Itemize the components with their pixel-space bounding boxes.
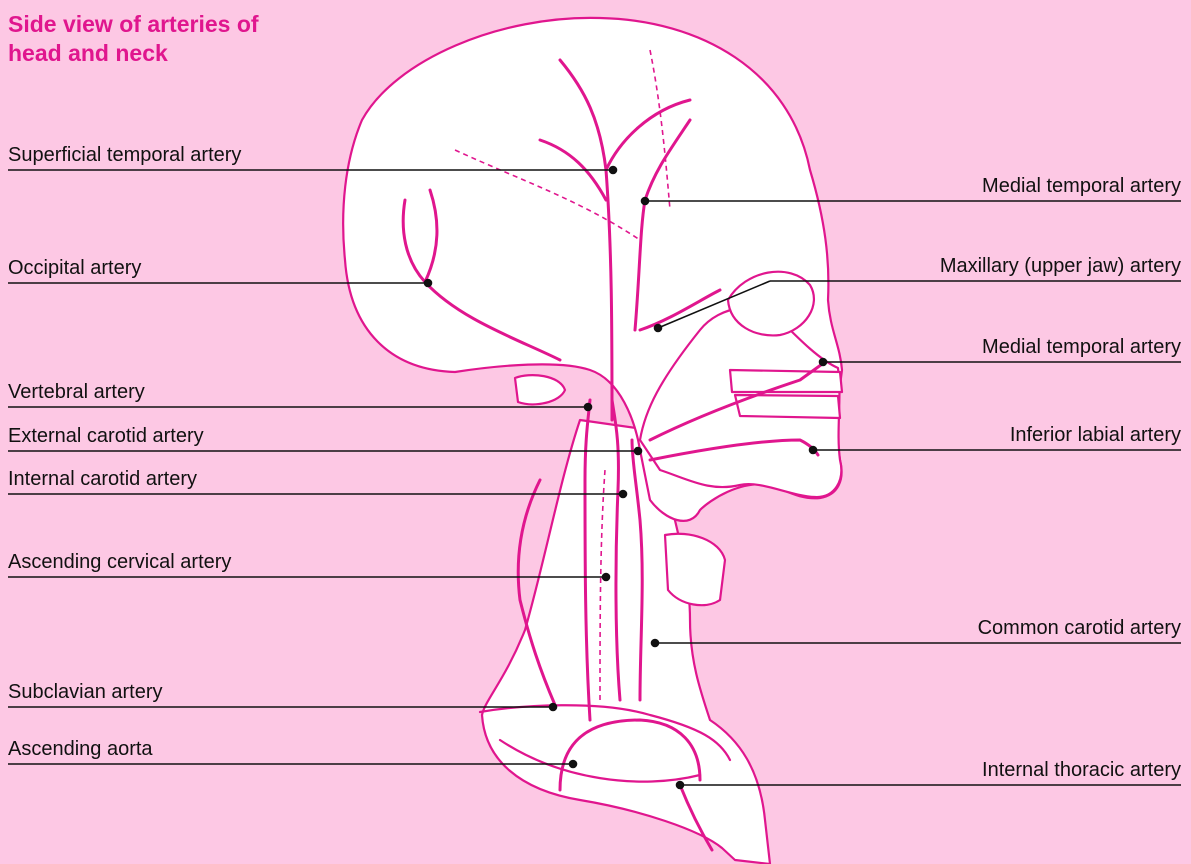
teeth-upper [730,370,842,392]
title-line-1: Side view of arteries of [8,10,259,39]
label-inferior-labial-artery: Inferior labial artery [1010,423,1181,447]
dot-subclavian [550,704,557,711]
dot-occipital [425,280,432,287]
label-ascending-cervical-artery: Ascending cervical artery [8,550,231,574]
dot-common-carotid [652,640,659,647]
label-vertebral-artery: Vertebral artery [8,380,145,404]
dot-external-carotid [635,448,642,455]
ear-process [515,375,565,404]
dot-vertebral [585,404,592,411]
dot-superficial-temporal [610,167,617,174]
larynx [665,534,725,605]
label-internal-thoracic-artery: Internal thoracic artery [982,758,1181,782]
label-common-carotid-artery: Common carotid artery [978,616,1181,640]
label-occipital-artery: Occipital artery [8,256,141,280]
dot-internal-thoracic [677,782,684,789]
label-ascending-aorta: Ascending aorta [8,737,153,761]
dot-medial-temporal-2 [820,359,827,366]
dot-ascending-aorta [570,761,577,768]
label-subclavian-artery: Subclavian artery [8,680,163,704]
dot-maxillary [655,325,662,332]
label-superficial-temporal-artery: Superficial temporal artery [8,143,241,167]
label-internal-carotid-artery: Internal carotid artery [8,467,197,491]
dot-ascending-cervical [603,574,610,581]
label-medial-temporal-artery-lower: Medial temporal artery [982,335,1181,359]
diagram-title: Side view of arteries of head and neck [8,10,259,68]
dot-inferior-labial [810,447,817,454]
title-line-2: head and neck [8,39,259,68]
dot-medial-temporal-1 [642,198,649,205]
label-maxillary-artery: Maxillary (upper jaw) artery [940,254,1181,278]
label-medial-temporal-artery-upper: Medial temporal artery [982,174,1181,198]
dot-internal-carotid [620,491,627,498]
label-external-carotid-artery: External carotid artery [8,424,204,448]
